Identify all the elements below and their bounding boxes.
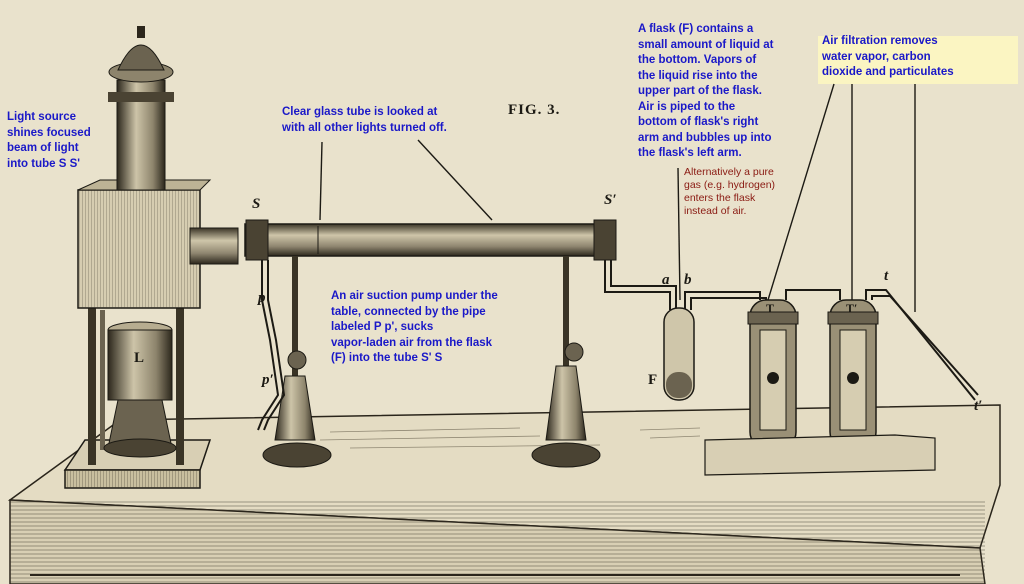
filtration-highlight — [818, 36, 1018, 84]
filter-base — [704, 434, 936, 476]
note-flask-alternative: Alternatively a pure gas (e.g. hydrogen)… — [684, 166, 776, 217]
label-l: L — [134, 350, 145, 366]
note-glass-tube: Clear glass tube is looked at with all o… — [282, 106, 447, 134]
filtration-unit-t — [747, 299, 799, 449]
label-s-left: S — [252, 196, 261, 212]
light-source-lantern — [63, 26, 239, 489]
pump-pipe — [257, 260, 286, 431]
note-suction-pump: An air suction pump under the table, con… — [331, 290, 498, 364]
air-piping — [604, 260, 979, 401]
label-t-small: t — [884, 268, 889, 284]
note-filtration: Air filtration removes water vapor, carb… — [822, 35, 954, 78]
note-light-source: Light source shines focused beam of ligh… — [7, 111, 91, 170]
glass-tube — [244, 219, 617, 261]
label-a: a — [662, 272, 670, 288]
filtration-unit-t-prime — [827, 299, 879, 449]
label-t1: T — [766, 301, 775, 315]
label-s-right: S′ — [604, 192, 617, 208]
flask — [663, 307, 695, 401]
label-p-prime: p′ — [262, 372, 274, 388]
figure-title: FIG. 3. — [508, 102, 561, 118]
annotation-leader-lines — [319, 83, 916, 312]
note-flask: A flask (F) contains a small amount of l… — [638, 23, 774, 159]
label-t2: T′ — [846, 301, 858, 315]
label-t-prime: t′ — [974, 398, 983, 414]
tube-stands — [262, 256, 601, 468]
label-b: b — [684, 272, 692, 288]
label-f: F — [648, 372, 658, 388]
label-p: p — [258, 290, 266, 306]
